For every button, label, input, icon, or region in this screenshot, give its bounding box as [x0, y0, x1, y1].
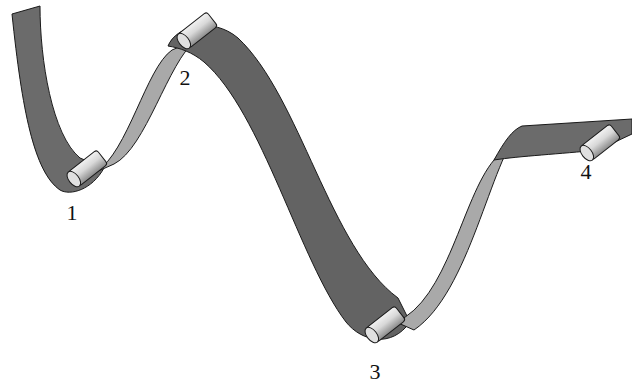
callout-number: 1 [67, 202, 78, 224]
callout-number: 4 [581, 161, 592, 183]
belt-segment [96, 40, 196, 172]
roller [64, 150, 107, 189]
callout-number: 3 [370, 361, 381, 383]
belt-segment [494, 119, 632, 160]
roller [577, 124, 620, 163]
belt-segment [168, 26, 410, 340]
roller [362, 306, 405, 345]
callout-number: 2 [180, 67, 191, 89]
roller [174, 12, 217, 51]
